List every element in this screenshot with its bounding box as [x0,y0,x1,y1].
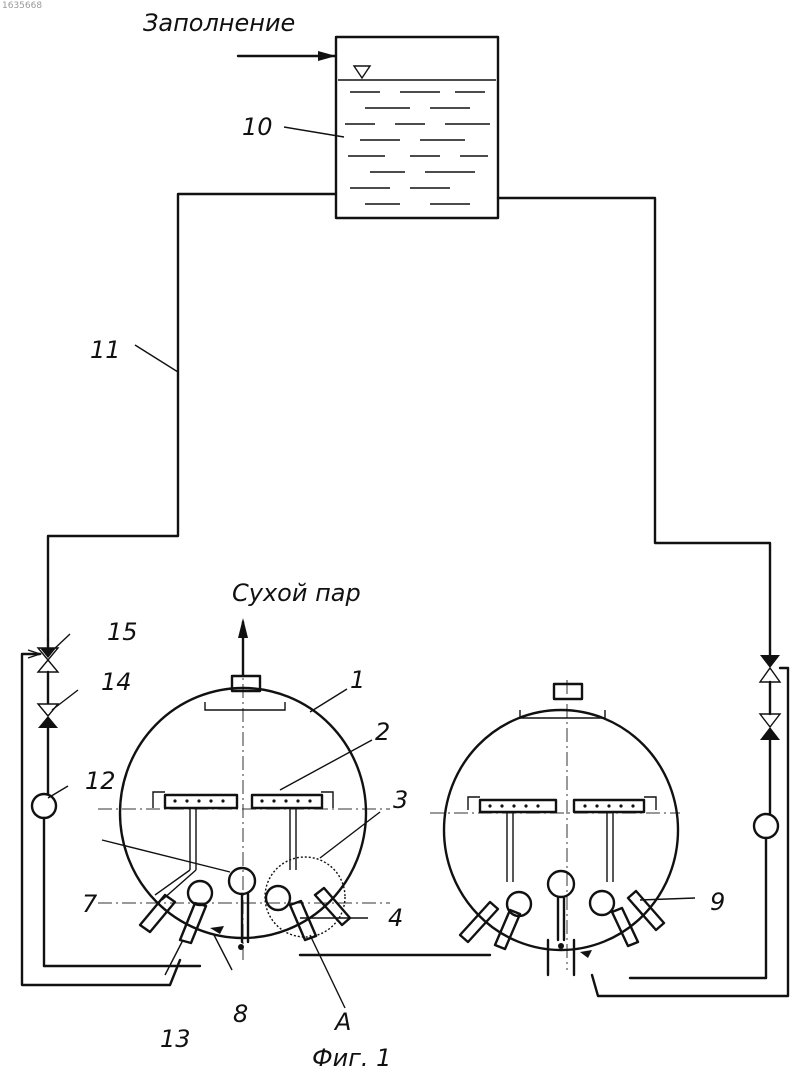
label-8: 8 [233,1000,248,1028]
vessel-1 [98,660,390,960]
label-7: 7 [82,890,98,918]
leader-lines [48,127,380,1008]
label-14: 14 [101,668,132,696]
label-4: 4 [388,904,403,932]
liquid-hatch [345,92,490,204]
label-12: 12 [85,767,116,795]
label-11: 11 [90,336,121,364]
label-a: A [333,1008,351,1036]
label-3: 3 [393,786,408,814]
dry-steam-arrow [238,618,248,676]
tank-10 [336,37,498,218]
label-15: 15 [107,618,138,646]
pipe-11 [48,194,770,655]
label-fill: Заполнение [143,9,295,37]
label-13: 13 [160,1025,191,1053]
label-dry-steam: Сухой пар [232,579,361,607]
label-1: 1 [350,666,365,694]
corner-id: 1635668 [2,1,42,11]
label-9: 9 [710,888,725,916]
right-riser [592,655,788,996]
vessel-2 [430,680,695,975]
label-2: 2 [375,718,390,746]
figure-caption: Фиг. 1 [312,1044,391,1072]
label-10: 10 [242,113,273,141]
fill-arrow [238,51,336,61]
